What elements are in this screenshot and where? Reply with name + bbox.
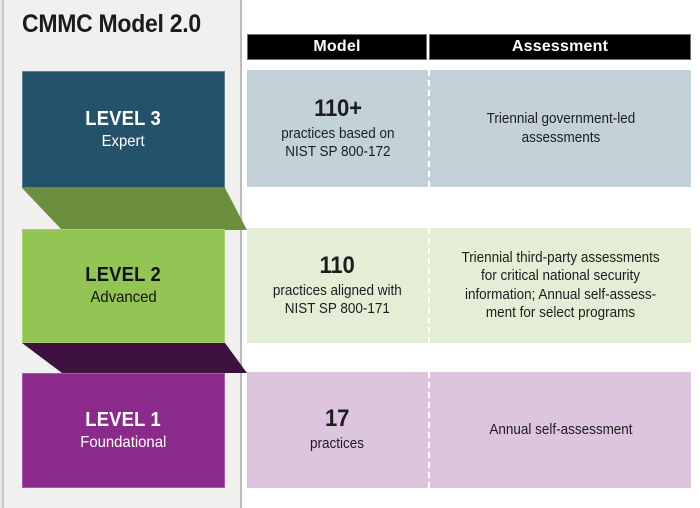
vertical-divider-line [240,0,242,508]
dashed-column-divider-level3 [428,70,430,187]
model-count-level3: 110+ [313,94,362,122]
page-title: CMMC Model 2.0 [22,10,201,38]
content-band-level2: 110 practices aligned with NIST SP 800-1… [247,228,691,343]
level-title-level2: LEVEL 2 [85,264,162,287]
assessment-text-level3: Triennial government-led assessments [486,111,635,146]
level-title-level3: LEVEL 3 [85,107,162,130]
content-band-level1: 17 practices Annual self-assessment [247,372,691,488]
column-header-model: Model [247,34,427,60]
model-cell-level2: 110 practices aligned with NIST SP 800-1… [247,228,428,343]
connector-level3-to-level2 [22,188,247,230]
level-box-level2[interactable]: LEVEL 2 Advanced [22,229,225,343]
column-header-assessment: Assessment [429,34,691,60]
level-box-level3[interactable]: LEVEL 3 Expert [22,71,225,188]
model-cell-level1: 17 practices [247,372,428,488]
model-detail-level2: practices aligned with NIST SP 800-171 [273,282,402,317]
assessment-cell-level2: Triennial third-party assessments for cr… [430,228,691,343]
model-detail-level3: practices based on NIST SP 800-172 [280,125,395,160]
model-detail-level1: practices [310,436,365,453]
model-cell-level3: 110+ practices based on NIST SP 800-172 [247,70,428,187]
level-subtitle-level3: Expert [101,132,146,150]
level-subtitle-level2: Advanced [90,289,157,307]
assessment-cell-level1: Annual self-assessment [430,372,691,488]
level-title-level1: LEVEL 1 [85,408,162,431]
assessment-text-level2: Triennial third-party assessments for cr… [461,250,660,321]
assessment-cell-level3: Triennial government-led assessments [430,70,691,187]
left-edge-line [2,0,4,508]
left-edge-highlight [0,0,2,508]
content-band-level3: 110+ practices based on NIST SP 800-172 … [247,70,691,187]
assessment-text-level1: Annual self-assessment [488,421,633,438]
level-subtitle-level1: Foundational [80,433,167,451]
dashed-column-divider-level2 [428,228,430,343]
dashed-column-divider-level1 [428,372,430,488]
model-count-level2: 110 [319,251,356,279]
model-count-level1: 17 [325,405,350,433]
level-box-level1[interactable]: LEVEL 1 Foundational [22,373,225,488]
connector-level2-to-level1 [22,343,247,373]
